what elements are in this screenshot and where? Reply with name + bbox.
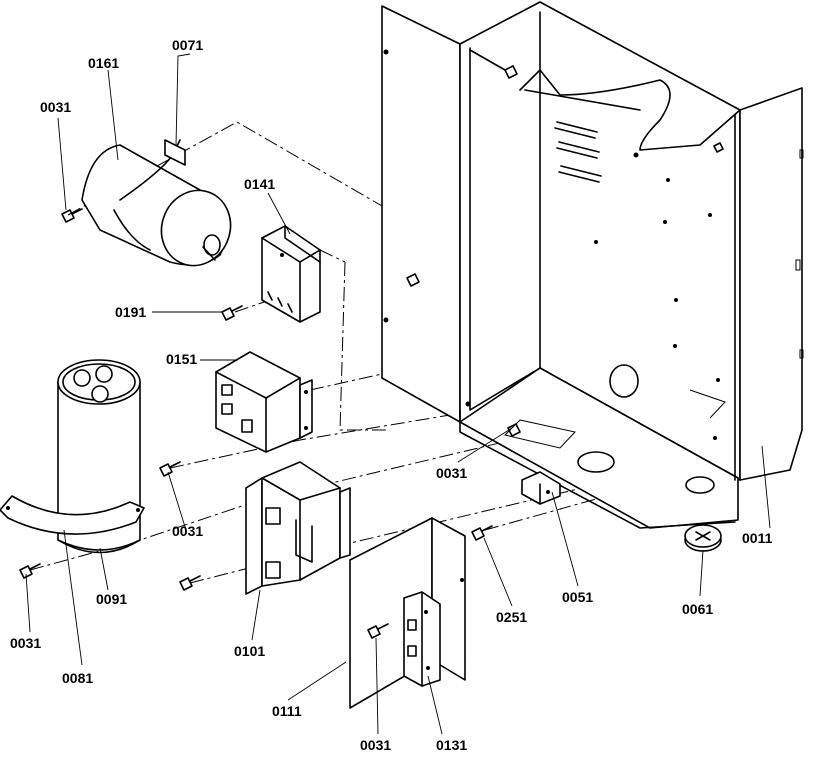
label-0111: 0111: [272, 703, 302, 719]
screw-0031-d: [367, 623, 389, 639]
clip-0051: [521, 471, 561, 505]
label-0191: 0191: [115, 304, 146, 320]
label-0091: 0091: [96, 591, 127, 607]
label-0081: 0081: [62, 670, 93, 686]
bracket-0101: [245, 461, 351, 595]
label-0131: 0131: [436, 737, 467, 753]
screw-0251: [471, 525, 493, 541]
contactor-0151: [215, 351, 313, 453]
label-0071: 0071: [172, 37, 203, 53]
label-0031: 0031: [40, 99, 71, 115]
strap-0081: [0, 495, 145, 535]
label-0051: 0051: [562, 589, 593, 605]
screw-0191: [221, 305, 243, 321]
part-labels: 0071 0161 0031 0141 0191 0151 0031 0091 …: [10, 37, 773, 753]
label-0101: 0101: [234, 643, 265, 659]
leader-lines: [25, 53, 771, 735]
screw-0031-a: [61, 208, 83, 223]
screw-0031-b: [19, 563, 41, 579]
label-0061: 0061: [682, 601, 713, 617]
label-0031: 0031: [10, 635, 41, 651]
label-0031: 0031: [172, 523, 203, 539]
label-0161: 0161: [88, 55, 119, 71]
terminal-block-0131: [403, 591, 441, 687]
relay-0141: [261, 225, 321, 323]
label-0031: 0031: [436, 465, 467, 481]
screw-0031-c: [159, 461, 201, 591]
label-0031: 0031: [360, 737, 391, 753]
plug-0061: [684, 524, 722, 552]
capacitor-0161: [81, 139, 232, 267]
label-0251: 0251: [496, 609, 527, 625]
label-0141: 0141: [244, 176, 275, 192]
label-0151: 0151: [166, 351, 197, 367]
cabinet-0011: [381, 1, 804, 529]
label-0011: 0011: [742, 530, 773, 546]
